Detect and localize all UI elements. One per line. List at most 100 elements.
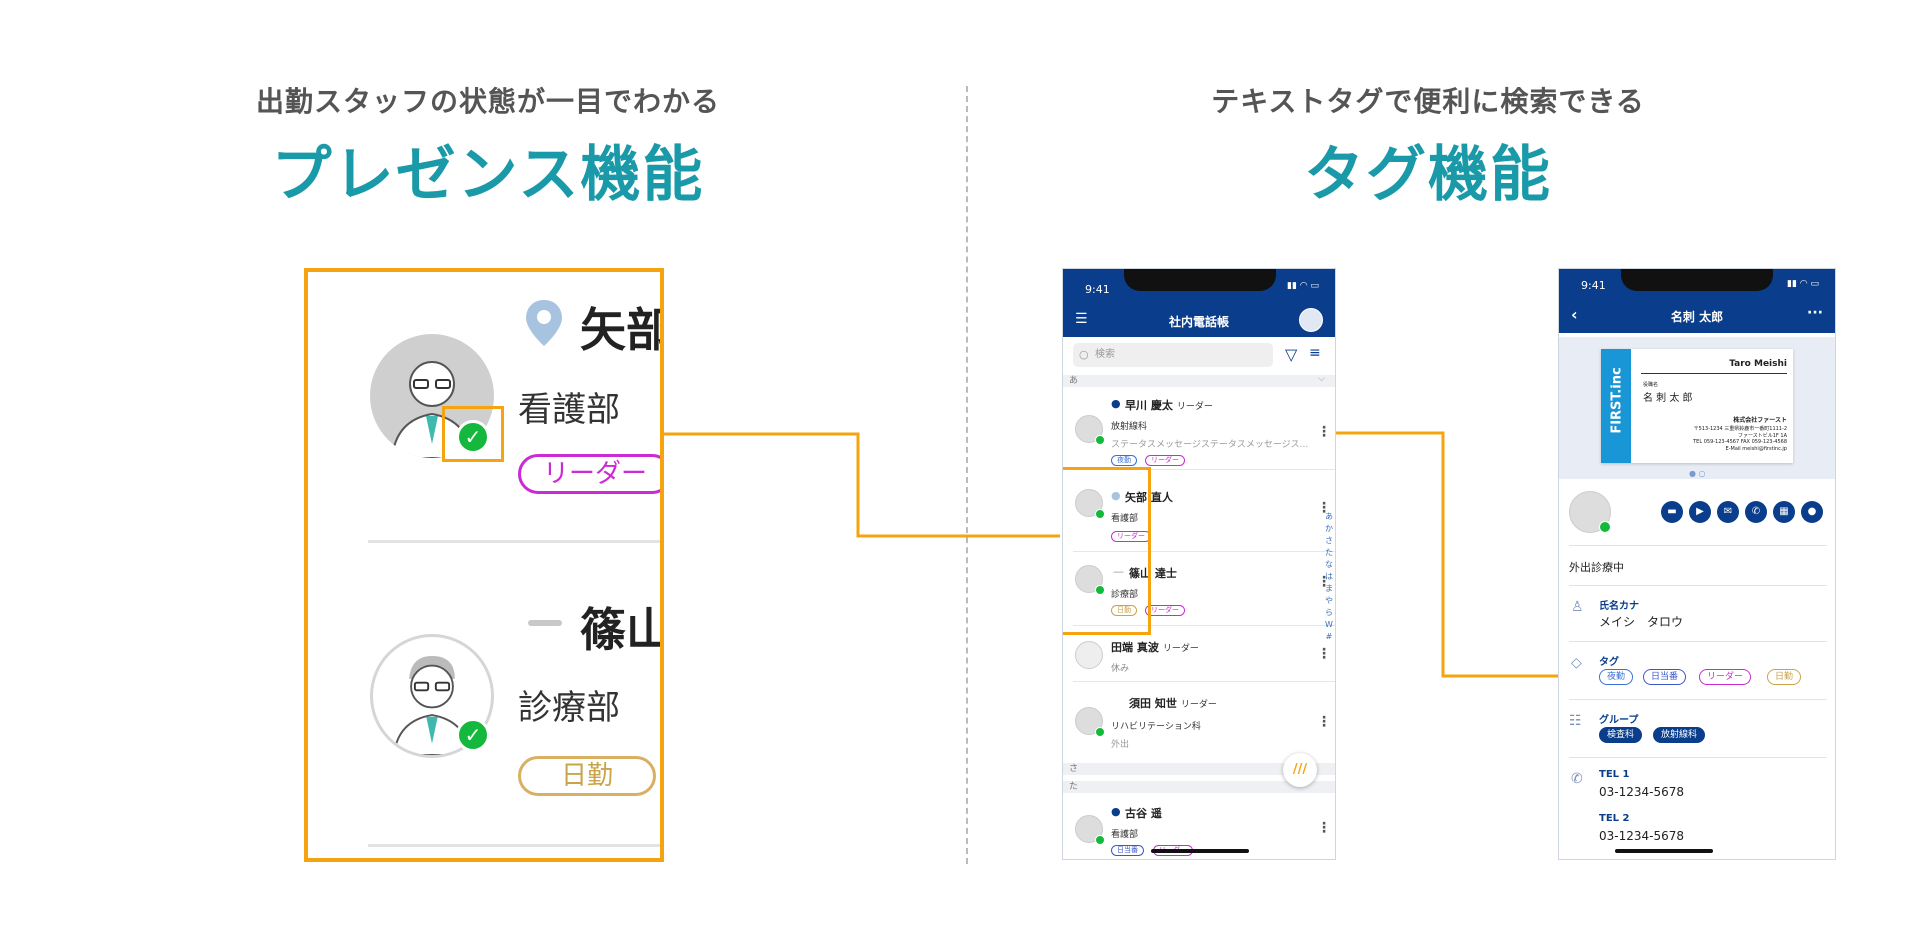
contact-dept: 休み <box>1111 664 1130 674</box>
video-button[interactable]: ▶ <box>1689 501 1711 523</box>
more-icon[interactable]: ⋮ <box>1317 574 1331 590</box>
tag-leader[interactable]: リーダー <box>1699 669 1752 685</box>
index-letter[interactable]: W <box>1325 620 1333 629</box>
contact-dept: 看護部 <box>1111 514 1139 524</box>
section-label: さ <box>1069 764 1079 774</box>
zoom-separator <box>368 540 660 543</box>
card-pager-dots: ● ○ <box>1689 469 1706 478</box>
tag-duty[interactable]: 日当番 <box>1643 669 1687 685</box>
presence-title: プレゼンス機能 <box>271 140 705 210</box>
section-header: さ <box>1063 763 1335 775</box>
phone-icon: ✆ <box>1571 771 1583 787</box>
more-icon[interactable]: ⋮ <box>1317 646 1331 662</box>
home-indicator <box>1151 849 1249 853</box>
index-letter[interactable]: な <box>1325 560 1333 569</box>
contact-name[interactable]: 田端 真波リーダー <box>1111 641 1199 654</box>
card-tel: TEL 059-123-4567 FAX 059-123-4568 <box>1693 439 1787 445</box>
chevron-up-icon[interactable]: ⌵ <box>1318 374 1325 384</box>
index-letter[interactable]: た <box>1325 548 1333 557</box>
index-letter[interactable]: ら <box>1325 608 1333 617</box>
tel1-label: TEL 1 <box>1599 769 1630 780</box>
index-letter[interactable]: さ <box>1325 536 1333 545</box>
contact-name[interactable]: 須田 知世リーダー <box>1129 697 1217 710</box>
contact-title: 名刺 太郎 <box>1670 310 1724 324</box>
index-bar[interactable]: あ か さ た な は ま や ら W # <box>1323 511 1335 643</box>
dialpad-button[interactable]: ▦ <box>1773 501 1795 523</box>
map-button[interactable]: ● <box>1801 501 1823 523</box>
card-brand: FIRST.inc <box>1609 367 1625 434</box>
absent-dash-icon <box>528 620 562 626</box>
more-icon[interactable]: ⋮ <box>1317 424 1331 440</box>
online-check-icon <box>1095 585 1105 595</box>
index-letter[interactable]: # <box>1325 632 1333 641</box>
zoom-dept-1: 看護部 <box>518 390 620 430</box>
tag-leader: リーダー <box>1145 605 1185 616</box>
tel1-value[interactable]: 03-1234-5678 <box>1599 785 1685 799</box>
more-icon[interactable]: ⋮ <box>1317 714 1331 730</box>
presence-zoom-panel: ✓ 矢部 看護部 リーダー ✓ 篠山 診療部 日勤 <box>304 268 664 862</box>
card-name-jp: 名 刺 太 郎 <box>1643 393 1693 404</box>
phone-button[interactable]: ✆ <box>1745 501 1767 523</box>
highlight-box <box>442 406 504 462</box>
index-letter[interactable]: や <box>1325 596 1333 605</box>
index-letter[interactable]: ま <box>1325 584 1333 593</box>
index-letter[interactable]: か <box>1325 524 1333 533</box>
online-check-icon <box>1095 509 1105 519</box>
business-card-image[interactable]: FIRST.inc Taro Meishi 役職名 名 刺 太 郎 株式会社ファ… <box>1601 349 1793 463</box>
profile-avatar[interactable] <box>1299 308 1323 332</box>
card-name-en: Taro Meishi <box>1729 359 1787 369</box>
menu-icon[interactable]: ☰ <box>1075 311 1088 327</box>
avatar <box>370 334 494 458</box>
card-stripe <box>1601 349 1631 463</box>
index-letter[interactable]: あ <box>1325 512 1333 521</box>
mail-button[interactable]: ✉ <box>1717 501 1739 523</box>
tag-title: タグ機能 <box>1304 140 1552 210</box>
index-letter[interactable]: は <box>1325 572 1333 581</box>
contact-detail-phone: 9:41 ▮▮ ◠ ▭ ‹ 名刺 太郎 ··· FIRST.inc Taro M… <box>1558 268 1836 860</box>
presence-arrow-line <box>524 432 1060 538</box>
contact-dept: リハビリテーション科 <box>1111 722 1201 732</box>
phone-notch <box>1621 269 1773 291</box>
avatar <box>1075 641 1103 669</box>
contact-dept: 看護部 <box>1111 830 1139 840</box>
search-input[interactable]: ○ 検索 <box>1073 343 1273 367</box>
contact-name[interactable]: 早川 慶太リーダー <box>1125 399 1213 412</box>
group-chip[interactable]: 放射線科 <box>1653 727 1706 743</box>
chat-button[interactable]: ▬ <box>1661 501 1683 523</box>
contact-name[interactable]: 古谷 遥 <box>1125 807 1162 820</box>
tag-night[interactable]: 夜勤 <box>1599 669 1634 685</box>
zoom-separator <box>368 844 660 847</box>
zoom-tag-1: リーダー <box>518 454 660 494</box>
group-chip[interactable]: 検査科 <box>1599 727 1643 743</box>
detail-separator <box>1569 545 1827 546</box>
search-icon: ○ <box>1079 348 1089 361</box>
kana-value: メイシ タロウ <box>1599 615 1684 629</box>
row-separator <box>1073 625 1335 626</box>
absent-dash-icon: — <box>1113 565 1124 578</box>
group-label: グループ <box>1599 715 1639 726</box>
contact-name[interactable]: 篠山 達士 <box>1129 567 1177 580</box>
more-icon[interactable]: ⋮ <box>1317 820 1331 836</box>
tag-label: タグ <box>1599 657 1619 668</box>
filter-icon[interactable]: ▽ <box>1285 345 1298 364</box>
online-check-icon <box>1599 521 1611 533</box>
contact-dept: 放射線科 <box>1111 422 1148 432</box>
location-pin-icon: ● <box>1111 805 1121 818</box>
card-address2: ファーストビル1F 1A <box>1738 433 1787 439</box>
online-check-icon: ✓ <box>456 420 490 454</box>
presence-status: 外出診療中 <box>1569 561 1624 574</box>
contact-status: ステータスメッセージステータスメッセージス... <box>1111 440 1309 450</box>
business-card-area: FIRST.inc Taro Meishi 役職名 名 刺 太 郎 株式会社ファ… <box>1559 337 1835 479</box>
back-icon[interactable]: ‹ <box>1571 305 1578 324</box>
sort-icon[interactable]: ≡ <box>1309 345 1321 361</box>
more-horizontal-icon[interactable]: ··· <box>1807 305 1823 321</box>
more-icon[interactable]: ⋮ <box>1317 500 1331 516</box>
tel2-value[interactable]: 03-1234-5678 <box>1599 829 1685 843</box>
tag-day[interactable]: 日勤 <box>1767 669 1802 685</box>
contact-status: 外出 <box>1111 740 1130 750</box>
card-company: 株式会社ファースト <box>1733 417 1787 424</box>
doctor-avatar-icon <box>390 361 474 458</box>
row-separator <box>1073 551 1335 552</box>
app-fab-button[interactable]: /// <box>1283 753 1317 787</box>
group-icon: ☷ <box>1569 713 1582 729</box>
